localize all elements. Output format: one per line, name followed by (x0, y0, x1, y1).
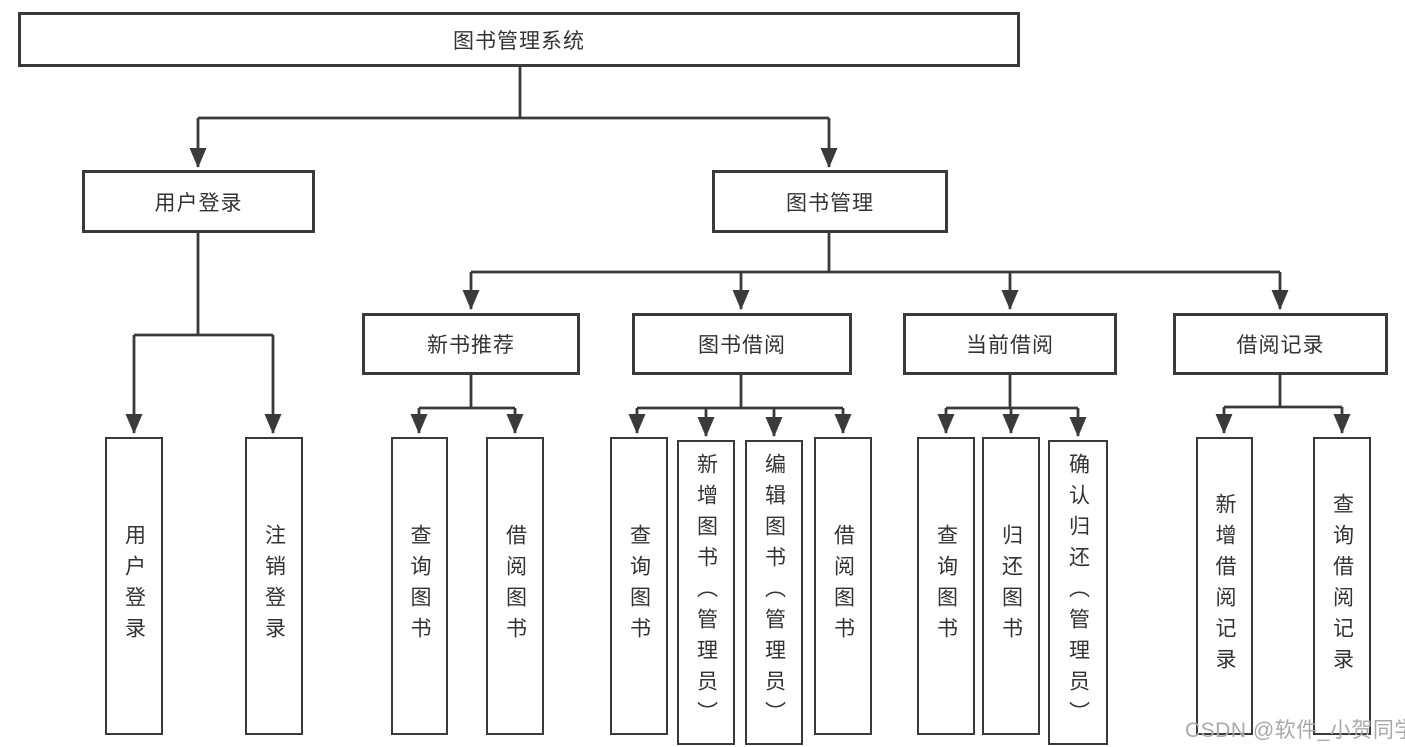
node-user-login: 用户登录 (82, 170, 315, 233)
leaf-edit-books-admin: 编辑图书（管理员） (745, 440, 803, 745)
leaf-label: 查询图书 (627, 524, 651, 648)
node-book-borrow: 图书借阅 (632, 313, 852, 375)
leaf-label: 查询图书 (934, 524, 958, 648)
leaf-label: 查询图书 (408, 524, 431, 648)
leaf-label: 借阅图书 (831, 524, 855, 648)
node-book-management: 图书管理 (712, 170, 948, 233)
leaf-return-books: 归还图书 (982, 437, 1040, 735)
leaf-query-borrow-record: 查询借阅记录 (1313, 437, 1371, 735)
leaf-label: 注销登录 (262, 524, 286, 648)
node-label: 新书推荐 (427, 334, 515, 357)
leaf-borrow-books: 借阅图书 (814, 437, 872, 735)
leaf-query-books-current: 查询图书 (917, 437, 975, 735)
leaf-label: 归还图书 (999, 524, 1023, 648)
leaf-label: 查询借阅记录 (1330, 493, 1354, 679)
node-label: 借阅记录 (1236, 334, 1325, 357)
leaf-add-books-admin: 新增图书（管理员） (677, 440, 735, 745)
leaf-label: 用户登录 (122, 524, 146, 648)
leaf-label: 编辑图书（管理员） (762, 453, 786, 732)
leaf-label: 新增图书（管理员） (694, 453, 718, 732)
leaf-label: 新增借阅记录 (1213, 493, 1236, 679)
leaf-borrow-books-recommend: 借阅图书 (486, 437, 544, 735)
node-new-book-recommend: 新书推荐 (362, 313, 580, 375)
node-label: 用户登录 (154, 191, 243, 215)
leaf-label: 确认归还（管理员） (1066, 453, 1090, 732)
node-label: 图书管理 (786, 191, 874, 215)
leaf-query-books-borrow: 查询图书 (610, 437, 668, 735)
leaf-label: 借阅图书 (503, 524, 527, 648)
leaf-add-borrow-record: 新增借阅记录 (1196, 437, 1253, 735)
node-label: 图书管理系统 (453, 29, 585, 53)
csdn-watermark: CSDN @软件_小贺同学 (1185, 719, 1405, 742)
leaf-query-books-recommend: 查询图书 (391, 437, 448, 735)
leaf-confirm-return-admin: 确认归还（管理员） (1048, 440, 1108, 745)
node-label: 图书借阅 (698, 334, 786, 357)
node-label: 当前借阅 (966, 334, 1054, 357)
leaf-logout: 注销登录 (245, 437, 303, 735)
leaf-user-login: 用户登录 (105, 437, 163, 735)
node-library-management-system: 图书管理系统 (18, 12, 1020, 67)
node-current-borrow: 当前借阅 (903, 313, 1117, 375)
node-borrow-record: 借阅记录 (1173, 313, 1388, 375)
